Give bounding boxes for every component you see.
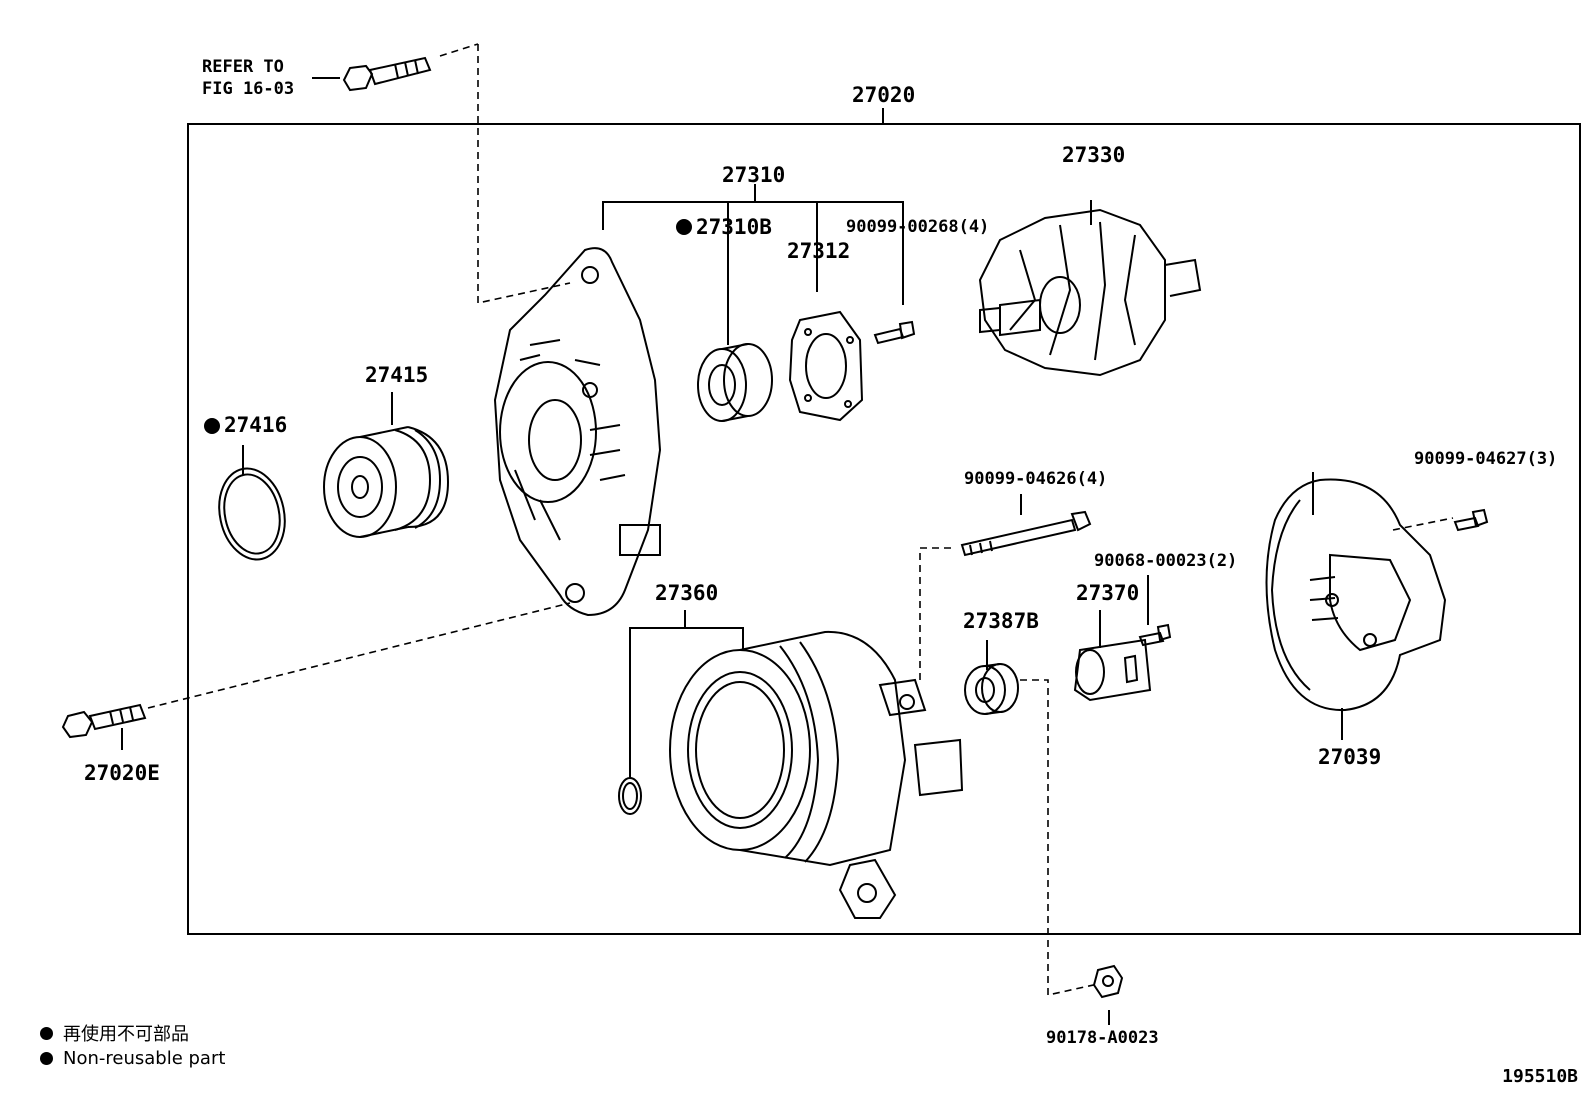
- nut-90178-A0023: [1092, 964, 1124, 999]
- legend-japanese: 再使用不可部品: [40, 1020, 189, 1046]
- dash-refer-top: [439, 43, 479, 57]
- part-number-27416[interactable]: 27416: [224, 413, 287, 437]
- bracket-27310: [602, 184, 904, 345]
- refer-bolt: [342, 56, 432, 92]
- part-number-27310B[interactable]: 27310B: [696, 215, 772, 239]
- nonreusable-marker-27310B: [676, 219, 692, 235]
- refer-line-1[interactable]: REFER TO: [202, 57, 284, 77]
- legend-japanese-text: 再使用不可部品: [63, 1024, 189, 1045]
- terminal-27370: [1073, 638, 1152, 702]
- oring-27360: [618, 777, 642, 815]
- legend-english-text: Non-reusable part: [63, 1048, 226, 1069]
- screw-90099-00268: [873, 320, 916, 345]
- part-number-90178-A0023[interactable]: 90178-A0023: [1046, 1028, 1159, 1048]
- nonreusable-marker-27416: [204, 418, 220, 434]
- part-number-27312[interactable]: 27312: [787, 239, 850, 263]
- retainer-plate-27312: [788, 310, 864, 422]
- part-number-90099-04626[interactable]: 90099-04626(4): [964, 469, 1107, 489]
- part-number-27330[interactable]: 27330: [1062, 143, 1125, 167]
- part-number-27370[interactable]: 27370: [1076, 581, 1139, 605]
- figure-id: 195510B: [1502, 1066, 1578, 1087]
- part-number-27360[interactable]: 27360: [655, 581, 718, 605]
- bolt-27020E: [61, 703, 147, 739]
- part-number-27039[interactable]: 27039: [1318, 745, 1381, 769]
- refer-line-2[interactable]: FIG 16-03: [202, 79, 294, 99]
- part-number-90099-04627[interactable]: 90099-04627(3): [1414, 449, 1557, 469]
- dash-through-bolt: [919, 547, 951, 682]
- dash-refer-link: [477, 44, 571, 304]
- bearing-27310B: [697, 343, 773, 422]
- part-number-27387B[interactable]: 27387B: [963, 609, 1039, 633]
- rotor-27330: [978, 208, 1202, 377]
- bullet-icon: [40, 1052, 53, 1065]
- dash-nut-90178: [1020, 679, 1099, 996]
- part-number-90099-00268[interactable]: 90099-00268(4): [846, 217, 989, 237]
- part-number-90068-00023[interactable]: 90068-00023(2): [1094, 551, 1237, 571]
- dash-bolt-27020E: [147, 602, 571, 709]
- bullet-icon: [40, 1026, 53, 1040]
- pulley-27415: [323, 426, 450, 538]
- bolt-90099-04627: [1453, 508, 1489, 532]
- stator-housing-27360: [669, 630, 964, 919]
- part-number-27415[interactable]: 27415: [365, 363, 428, 387]
- dash-bolt-04627: [1392, 517, 1454, 531]
- snap-ring-27416: [218, 467, 286, 561]
- screw-90068-00023: [1138, 623, 1172, 647]
- part-number-27310[interactable]: 27310: [722, 163, 785, 187]
- drive-end-frame: [493, 247, 662, 617]
- rear-cover-27039: [1265, 478, 1447, 712]
- part-number-27020E[interactable]: 27020E: [84, 761, 160, 785]
- bushing-27387B: [964, 663, 1019, 715]
- through-bolt-90099-04626: [960, 510, 1092, 557]
- part-number-27020[interactable]: 27020: [852, 83, 915, 107]
- legend-english: Non-reusable part: [40, 1048, 225, 1069]
